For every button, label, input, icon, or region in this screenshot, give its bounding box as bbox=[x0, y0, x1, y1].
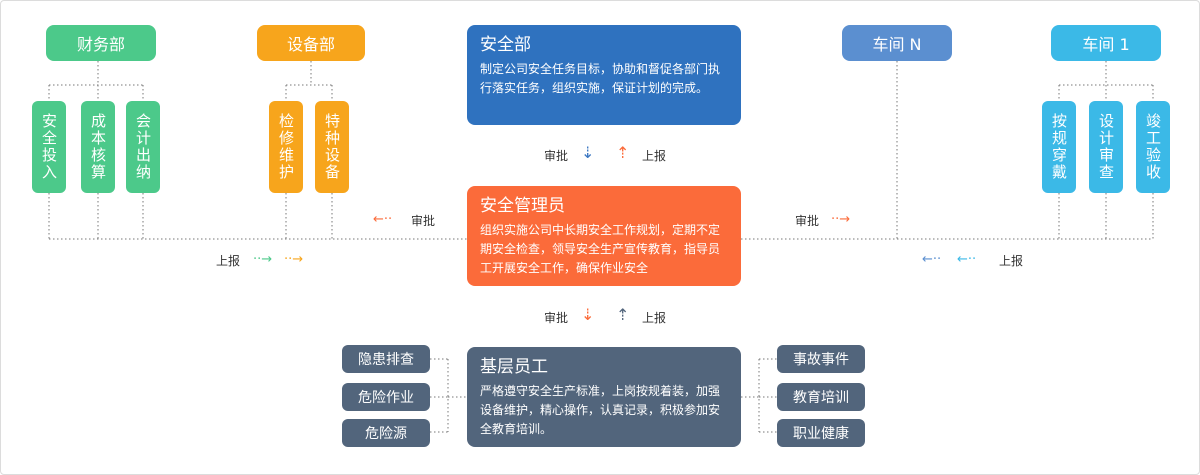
approve-label-lower: 审批 bbox=[544, 311, 569, 325]
safety-dept-title: 安全部 bbox=[480, 35, 531, 55]
safety-manager-card: 安全管理员 组织实施公司中长期安全工作规划，定期不定期安全检查，领导安全生产宣传… bbox=[467, 186, 741, 286]
finance-dept-title: 财务部 bbox=[76, 35, 125, 54]
safety-manager-title: 安全管理员 bbox=[480, 196, 565, 216]
report-label-upper: 上报 bbox=[642, 149, 667, 163]
finance-item-label: 会计出纳 bbox=[134, 113, 152, 181]
tag-label: 隐患排查 bbox=[358, 352, 414, 368]
equipment-item-maintenance: 检修维护 bbox=[269, 101, 303, 193]
equipment-item-label: 检修维护 bbox=[277, 113, 295, 181]
workshop-item-label: 竣工验收 bbox=[1144, 113, 1162, 181]
workshop-1-title: 车间 1 bbox=[1082, 35, 1130, 54]
approve-label-left: 审批 bbox=[411, 214, 436, 228]
equipment-dept-box: 设备部 bbox=[257, 25, 365, 61]
arrow-down-icon: ⇣ bbox=[581, 143, 595, 162]
workshop-n-title: 车间 N bbox=[872, 35, 922, 54]
safety-dept-desc: 制定公司安全任务目标，协助和督促各部门执行落实任务，组织实施，保证计划的完成。 bbox=[480, 62, 721, 95]
arrow-down-icon: ⇣ bbox=[581, 305, 595, 324]
workshop-1-box: 车间 1 bbox=[1051, 25, 1161, 61]
arrow-up-icon: ⇡ bbox=[616, 305, 630, 324]
tag-education-training: 教育培训 bbox=[777, 383, 865, 411]
workshop-item-label: 按规穿戴 bbox=[1050, 113, 1068, 181]
arrow-left-icon: ←·· bbox=[957, 252, 977, 267]
workshop-item-label: 设计审查 bbox=[1097, 113, 1115, 181]
tag-label: 职业健康 bbox=[793, 426, 849, 442]
approve-label-right: 审批 bbox=[795, 214, 820, 228]
tag-accident-events: 事故事件 bbox=[777, 345, 865, 373]
arrow-right-icon: ··→ bbox=[253, 252, 273, 267]
safety-dept-card: 安全部 制定公司安全任务目标，协助和督促各部门执行落实任务，组织实施，保证计划的… bbox=[467, 25, 741, 125]
tag-occupational-health: 职业健康 bbox=[777, 419, 865, 447]
tag-label: 危险源 bbox=[365, 426, 407, 442]
staff-title: 基层员工 bbox=[480, 357, 548, 377]
safety-manager-desc: 组织实施公司中长期安全工作规划，定期不定期安全检查，领导安全生产宣传教育，指导员… bbox=[480, 223, 721, 275]
arrow-left-icon: ←·· bbox=[373, 212, 393, 227]
finance-item-label: 安全投入 bbox=[40, 113, 58, 181]
report-label-lower: 上报 bbox=[642, 311, 667, 325]
workshop-item-wear: 按规穿戴 bbox=[1042, 101, 1076, 193]
finance-item-cost-accounting: 成本核算 bbox=[81, 101, 115, 193]
staff-card: 基层员工 严格遵守安全生产标准，上岗按规着装，加强设备维护，精心操作，认真记录，… bbox=[467, 347, 741, 447]
workshop-n-box: 车间 N bbox=[842, 25, 952, 61]
tag-label: 教育培训 bbox=[793, 390, 849, 406]
tag-hazard-inspection: 隐患排查 bbox=[342, 345, 430, 373]
finance-item-cashier: 会计出纳 bbox=[126, 101, 160, 193]
staff-desc: 严格遵守安全生产标准，上岗按规着装，加强设备维护，精心操作，认真记录，积极参加安… bbox=[480, 384, 721, 436]
finance-item-safety-investment: 安全投入 bbox=[32, 101, 66, 193]
workshop-item-design-review: 设计审查 bbox=[1089, 101, 1123, 193]
finance-dept-box: 财务部 bbox=[46, 25, 156, 61]
tag-dangerous-work: 危险作业 bbox=[342, 383, 430, 411]
approve-label-upper: 审批 bbox=[544, 149, 569, 163]
equipment-dept-title: 设备部 bbox=[286, 35, 335, 54]
arrow-left-icon: ←·· bbox=[922, 252, 942, 267]
tag-hazard-source: 危险源 bbox=[342, 419, 430, 447]
tag-label: 事故事件 bbox=[793, 352, 849, 368]
arrow-right-icon: ··→ bbox=[831, 212, 851, 227]
finance-item-label: 成本核算 bbox=[89, 113, 107, 181]
equipment-item-label: 特种设备 bbox=[323, 113, 341, 181]
arrow-up-icon: ⇡ bbox=[616, 143, 630, 162]
workshop-item-acceptance: 竣工验收 bbox=[1136, 101, 1170, 193]
tag-label: 危险作业 bbox=[358, 390, 414, 406]
report-label-right: 上报 bbox=[999, 254, 1024, 268]
report-label-left: 上报 bbox=[216, 254, 241, 268]
equipment-item-special: 特种设备 bbox=[315, 101, 349, 193]
arrow-right-icon: ··→ bbox=[284, 252, 304, 267]
